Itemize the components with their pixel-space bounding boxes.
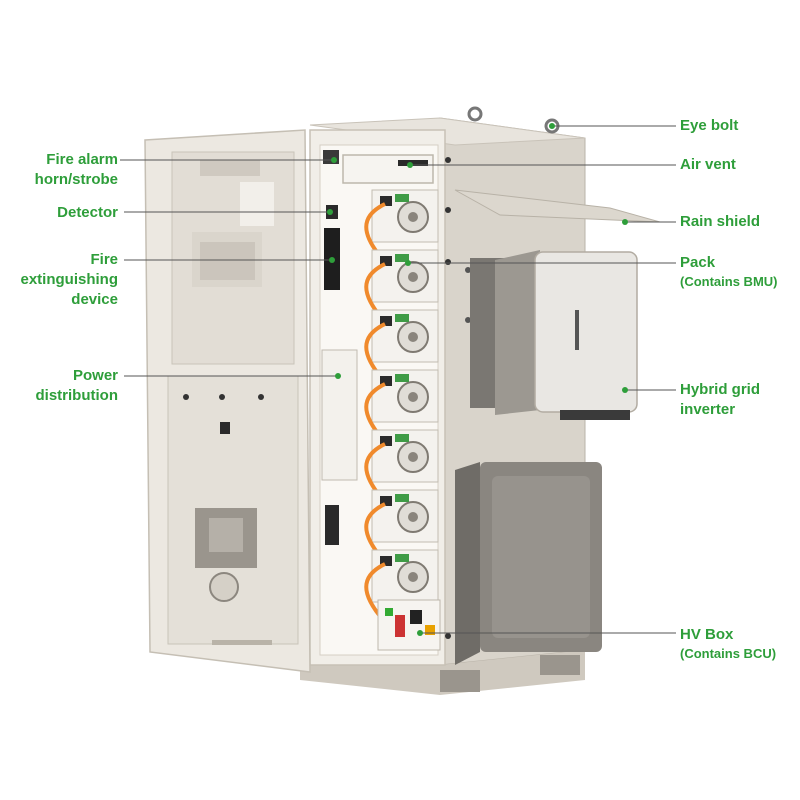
battery-packs — [364, 189, 439, 624]
label-fire-extinguishing: Fire extinguishing device — [20, 251, 119, 308]
label-pack: Pack (Contains BMU) — [680, 254, 778, 289]
hybrid-grid-inverter — [470, 250, 638, 420]
air-vent — [342, 154, 434, 184]
label-fire-alarm: Fire alarm horn/strobe — [34, 151, 118, 188]
battery-pack — [364, 309, 439, 384]
fire-alarm-horn-strobe — [323, 150, 339, 164]
battery-pack — [364, 369, 439, 444]
battery-pack — [364, 489, 439, 564]
open-door — [144, 129, 311, 673]
label-rain-shield: Rain shield — [680, 213, 761, 230]
label-hv-box: HV Box (Contains BCU) — [680, 626, 777, 661]
lower-cover — [455, 462, 602, 665]
power-distribution — [321, 349, 358, 481]
label-detector: Detector — [57, 204, 118, 221]
hv-box — [377, 599, 441, 651]
label-eye-bolt: Eye bolt — [680, 117, 739, 134]
breaker — [325, 505, 339, 545]
battery-pack — [364, 189, 439, 264]
label-air-vent: Air vent — [680, 156, 736, 173]
label-power-distribution: Power distribution — [35, 367, 119, 404]
battery-pack — [364, 549, 439, 624]
label-hybrid-grid-inverter: Hybrid grid inverter — [680, 381, 761, 418]
battery-pack — [364, 249, 439, 324]
battery-pack — [364, 429, 439, 504]
callout-dots — [327, 123, 628, 636]
callout-lines — [120, 125, 676, 634]
